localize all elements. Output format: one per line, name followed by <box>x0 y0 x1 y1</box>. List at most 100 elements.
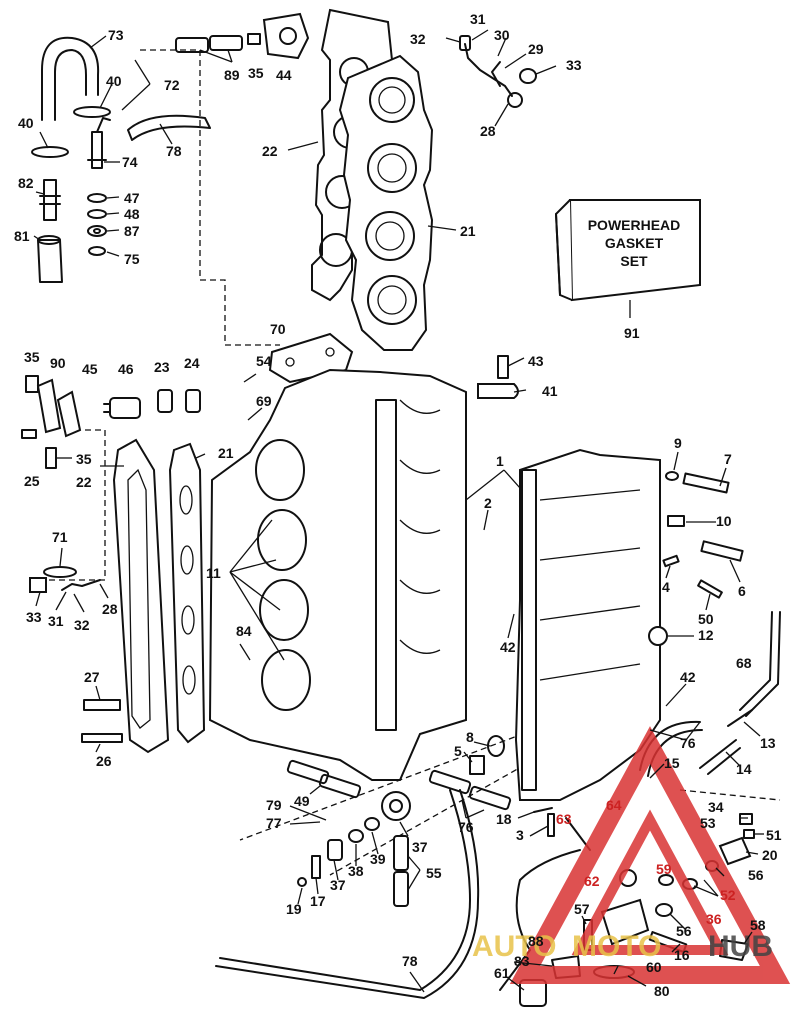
label-37a: 37 <box>412 839 428 855</box>
label-17: 17 <box>310 893 326 909</box>
label-24: 24 <box>184 355 200 371</box>
hose-78-upper <box>127 114 211 141</box>
label-35a: 35 <box>248 65 264 81</box>
label-51: 51 <box>766 827 782 843</box>
hoses-76-bottom <box>428 769 512 811</box>
label-88: 88 <box>528 933 544 949</box>
label-25: 25 <box>24 473 40 489</box>
label-12: 12 <box>698 627 714 643</box>
label-37b: 37 <box>330 877 346 893</box>
label-45: 45 <box>82 361 98 377</box>
label-10: 10 <box>716 513 732 529</box>
screw-43 <box>497 355 509 379</box>
label-80: 80 <box>654 983 670 999</box>
label-49: 49 <box>294 793 310 809</box>
label-16: 16 <box>674 947 690 963</box>
label-22a: 22 <box>262 143 278 159</box>
label-31a: 31 <box>470 11 486 27</box>
label-83: 83 <box>514 953 530 969</box>
spacers-23-24 <box>157 389 201 413</box>
sleeve-81 <box>37 235 63 283</box>
label-68: 68 <box>736 655 752 671</box>
label-76a: 76 <box>680 735 696 751</box>
watermark-text-hub: HUB <box>708 930 773 963</box>
label-77: 77 <box>266 815 282 831</box>
label-50: 50 <box>698 611 714 627</box>
hose-78-bottom <box>215 789 480 999</box>
label-71: 71 <box>52 529 68 545</box>
label-72: 72 <box>164 77 180 93</box>
label-35b: 35 <box>24 349 40 365</box>
bolts-7-10-6-4-50 <box>662 471 744 599</box>
label-52: 52 <box>720 887 736 903</box>
label-23: 23 <box>154 359 170 375</box>
label-6: 6 <box>738 583 746 599</box>
label-56b: 56 <box>676 923 692 939</box>
tee-13-hose-14 <box>699 709 753 775</box>
label-63: 63 <box>556 811 572 827</box>
gasket-21-left <box>168 442 206 744</box>
pointer-lines-11 <box>229 519 285 661</box>
label-90: 90 <box>50 355 66 371</box>
label-38: 38 <box>348 863 364 879</box>
label-5: 5 <box>454 743 462 759</box>
label-13: 13 <box>760 735 776 751</box>
label-46: 46 <box>118 361 134 377</box>
label-54: 54 <box>256 353 272 369</box>
label-29: 29 <box>528 41 544 57</box>
label-84: 84 <box>236 623 252 639</box>
label-14: 14 <box>736 761 752 777</box>
label-87: 87 <box>124 223 140 239</box>
label-28b: 28 <box>102 601 118 617</box>
label-8: 8 <box>466 729 474 745</box>
label-27: 27 <box>84 669 100 685</box>
gasket-box-ref: 91 <box>624 325 640 341</box>
label-41: 41 <box>542 383 558 399</box>
label-33a: 33 <box>566 57 582 73</box>
label-62: 62 <box>584 873 600 889</box>
label-78a: 78 <box>166 143 182 159</box>
label-1: 1 <box>496 453 504 469</box>
label-35c: 35 <box>76 451 92 467</box>
clamp-40 <box>31 106 111 158</box>
fitting-74 <box>87 117 111 169</box>
switch-46 <box>103 397 141 419</box>
label-2: 2 <box>484 495 492 511</box>
label-56a: 56 <box>748 867 764 883</box>
watermark-text-moto: MOTO <box>572 930 661 963</box>
watermark-logo <box>509 726 791 984</box>
clamp-71-sensor <box>29 566 101 593</box>
washers-47-48-87-75 <box>87 193 107 256</box>
label-39: 39 <box>370 851 386 867</box>
leader-lines <box>33 29 764 993</box>
label-74: 74 <box>122 154 138 170</box>
label-81: 81 <box>14 228 30 244</box>
label-4: 4 <box>662 579 670 595</box>
label-3: 3 <box>516 827 524 843</box>
gasket-box-line3: SET <box>620 253 648 269</box>
label-33b: 33 <box>26 609 42 625</box>
label-55: 55 <box>426 865 442 881</box>
screw-25-35 <box>21 429 57 469</box>
valve-37-parts <box>297 791 411 887</box>
label-89: 89 <box>224 67 240 83</box>
label-61: 61 <box>494 965 510 981</box>
label-59: 59 <box>656 861 672 877</box>
label-21a: 21 <box>460 223 476 239</box>
label-69: 69 <box>256 393 272 409</box>
label-44: 44 <box>276 67 292 83</box>
gasket-box-line1: POWERHEAD <box>588 217 681 233</box>
sensor-harness-28-33 <box>459 35 537 108</box>
sleeves-89 <box>175 35 243 53</box>
label-70: 70 <box>270 321 286 337</box>
label-79: 79 <box>266 797 282 813</box>
label-73: 73 <box>108 27 124 43</box>
head-gasket-21 <box>338 54 434 351</box>
label-28a: 28 <box>480 123 496 139</box>
label-40b: 40 <box>18 115 34 131</box>
label-42a: 42 <box>500 639 516 655</box>
label-57: 57 <box>574 901 590 917</box>
label-34: 34 <box>708 799 724 815</box>
label-43: 43 <box>528 353 544 369</box>
